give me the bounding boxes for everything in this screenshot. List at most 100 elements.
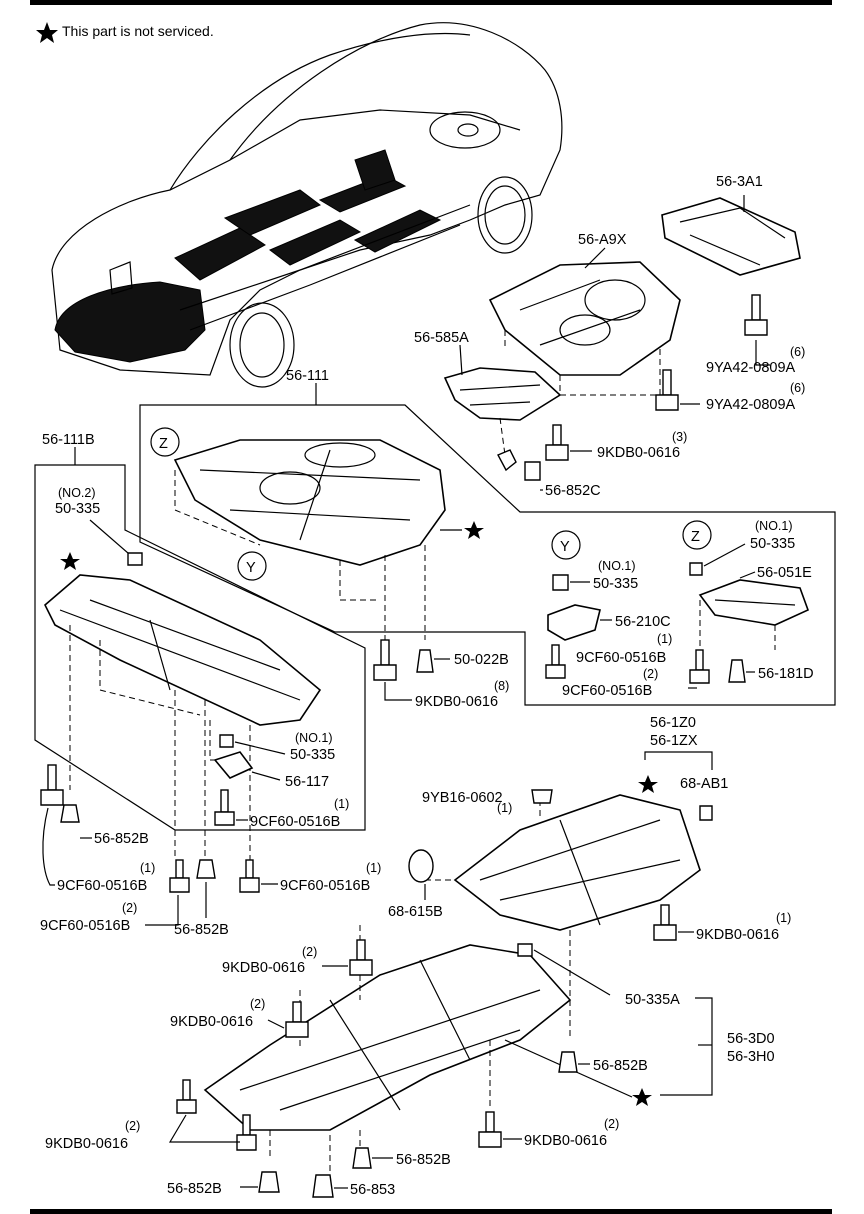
- clip-body: [552, 574, 569, 591]
- clip-body: [127, 552, 143, 566]
- label-56-853: 56-853: [350, 1182, 395, 1198]
- rear-wheel-inner: [484, 185, 526, 245]
- label-56-852b-a: 56-852B: [94, 831, 149, 847]
- bracket-cover: [443, 367, 562, 421]
- bolt-9kdb0-8: [373, 639, 412, 701]
- ref-circle-z: [682, 520, 712, 550]
- leader: [251, 771, 281, 781]
- leader: [739, 571, 756, 579]
- part-56-210c: [547, 604, 612, 641]
- leader: [145, 895, 179, 926]
- label-9ya42-a: 9YA42-0809A: [706, 360, 796, 376]
- cover-hole: [584, 279, 646, 321]
- cover-ribs: [239, 959, 541, 1111]
- grommet: [531, 789, 553, 804]
- bolt-shank: [695, 649, 704, 671]
- rear-wheel: [477, 176, 533, 254]
- bolt-head: [478, 1131, 502, 1148]
- rear-undercover-small: [661, 197, 801, 276]
- cover-ribs: [519, 279, 641, 346]
- clip-body: [689, 562, 703, 576]
- bolt-shank: [380, 639, 390, 666]
- bolt-9cf60-2a: [688, 649, 710, 689]
- label-50-335-no2: 50-335: [55, 501, 100, 517]
- floor-panel-shaded: [223, 189, 321, 236]
- ref-circle-y: [551, 530, 581, 560]
- bolt-head: [545, 444, 569, 461]
- rear-undercover: [488, 261, 681, 376]
- cover-ribs: [459, 384, 541, 406]
- part-56-585a: [443, 344, 562, 456]
- bolt-9ya42-upper: [744, 294, 770, 366]
- bolt-shank: [220, 789, 229, 813]
- label-50-335-z: 50-335: [750, 536, 795, 552]
- bolt-9kdb0-3: [545, 424, 592, 461]
- cover-hole: [259, 471, 321, 505]
- bolt-head: [373, 664, 397, 681]
- qty-9kdb0-2d: (2): [604, 1117, 619, 1131]
- bolt-head: [653, 924, 677, 941]
- bolt-9cf60-1b: [214, 789, 248, 826]
- label-68-ab1: 68-AB1: [680, 776, 728, 792]
- qty-9kdb0-2c: (2): [125, 1119, 140, 1133]
- bolt-head: [349, 959, 373, 976]
- label-56-585a: 56-585A: [414, 330, 469, 346]
- qty-9cf60-b: (2): [643, 667, 658, 681]
- label-50-335-no1: 50-335: [290, 747, 335, 763]
- star-icon: [60, 552, 80, 570]
- bolt-head: [545, 664, 566, 679]
- label-56-181d: 56-181D: [758, 666, 814, 682]
- clip-50-335a: [517, 943, 533, 957]
- clip-body: [497, 449, 517, 472]
- fastener-50-022b: [416, 649, 450, 673]
- qty-9kdb0-2a: (2): [302, 945, 317, 959]
- label-56-3a1: 56-3A1: [716, 174, 763, 190]
- label-9kdb0-3: 9KDB0-0616: [597, 445, 680, 461]
- bolt-shank: [356, 939, 366, 961]
- clip-body: [60, 804, 80, 823]
- qty-9ya42-b: (6): [790, 381, 805, 395]
- floor-panel-shaded: [269, 219, 362, 266]
- part-56-1z0: [425, 790, 701, 1040]
- cover-ribs: [199, 449, 421, 541]
- label-56-111b: 56-111B: [42, 432, 95, 448]
- front-bracket: [109, 261, 133, 295]
- bolt-9kdb0-1: [653, 904, 694, 941]
- label-56-117: 56-117: [285, 774, 329, 790]
- label-56-852b-d: 56-852B: [396, 1152, 451, 1168]
- floor-panel-shaded: [174, 227, 266, 281]
- label-56-852b-b: 56-852B: [174, 922, 229, 938]
- qty-50-335-z: (NO.1): [755, 519, 793, 533]
- bolt-shank: [175, 859, 184, 879]
- ref-z-detail: Z: [691, 529, 700, 545]
- bolt-shank: [485, 1111, 495, 1133]
- floor-panel-shaded: [353, 209, 442, 253]
- bolt-9cf60-1a: [545, 644, 566, 679]
- label-9ya42-b: 9YA42-0809A: [706, 397, 796, 413]
- leader: [42, 807, 55, 886]
- bolt-head: [40, 789, 64, 806]
- label-9kdb0-2d: 9KDB0-0616: [524, 1133, 607, 1149]
- bolt-head: [655, 394, 679, 411]
- bracket-leader: [660, 997, 713, 1096]
- label-9cf60-b: 9CF60-0516B: [562, 683, 652, 699]
- qty-9kdb0-1: (1): [776, 911, 791, 925]
- label-9cf60-d: 9CF60-0516B: [57, 878, 147, 894]
- floor-rails: [179, 204, 471, 331]
- ref-y: Y: [246, 560, 256, 576]
- bolt-shank: [182, 1079, 191, 1101]
- bolt-9cf60-1d: [145, 859, 190, 926]
- bracket: [547, 604, 601, 641]
- leader: [234, 741, 286, 755]
- leader: [755, 340, 770, 366]
- label-56-852b-c: 56-852B: [593, 1058, 648, 1074]
- clip-56-852c: [497, 449, 543, 491]
- dashed-guide: [69, 625, 251, 860]
- star-icon: [632, 1088, 652, 1106]
- qty-9cf60-e: (2): [122, 901, 137, 915]
- label-56-3h0: 56-3H0: [727, 1049, 775, 1065]
- qty-9kdb0-2b: (2): [250, 997, 265, 1011]
- label-9kdb0-8: 9KDB0-0616: [415, 694, 498, 710]
- bolt-head: [689, 669, 710, 684]
